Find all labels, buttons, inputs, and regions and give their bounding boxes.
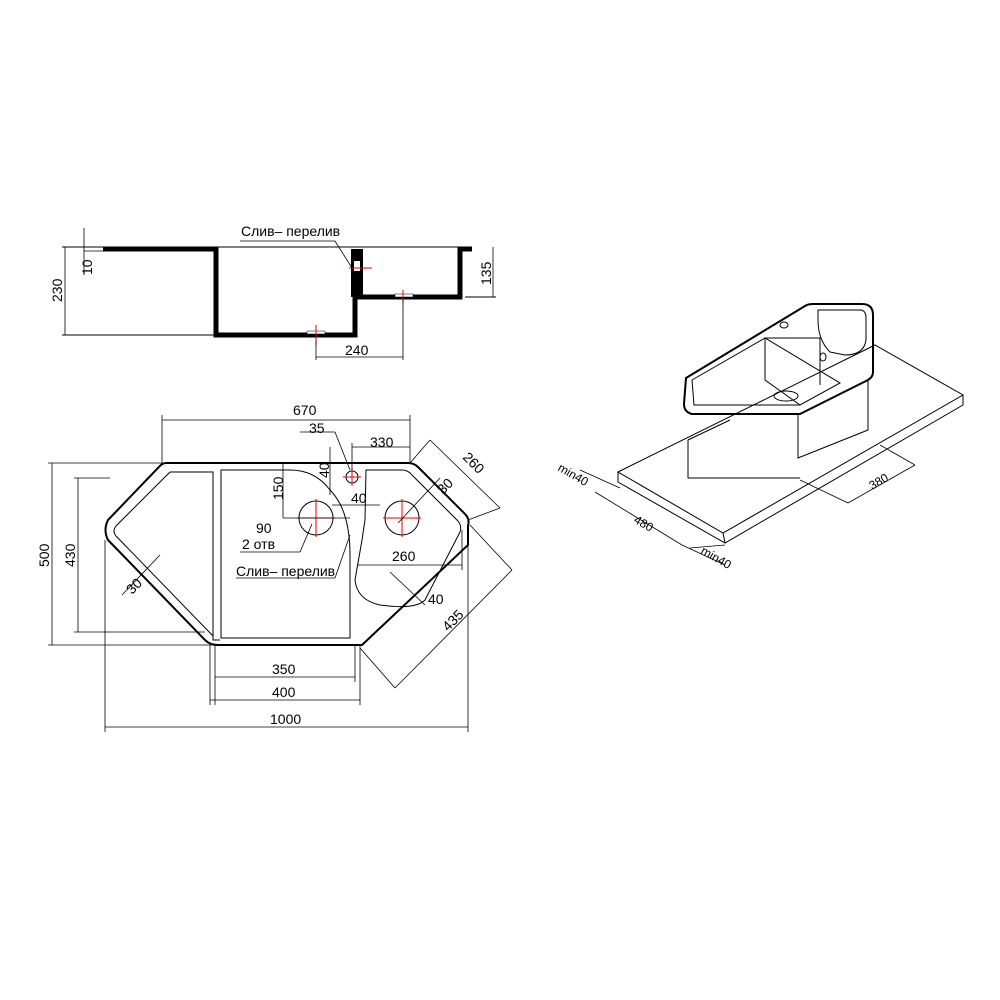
top-view: 670 35 330 40 150 40 30 260 90 2 отв Сли… [36,402,513,732]
small-bowl [817,309,867,356]
dim-350: 350 [272,661,296,677]
dim-40-mid: 40 [351,490,367,506]
hole-diameter: 90 [256,520,272,536]
dim-480: 480 [632,512,657,534]
dim-435: 435 [439,606,467,634]
dim-240: 240 [345,342,369,358]
leader-line [240,240,353,269]
dim-150: 150 [270,476,286,500]
bowl-inner [764,337,821,406]
overflow-hole [354,261,360,271]
iso-view: min40 480 min40 380 [556,303,965,572]
countertop-edge [617,395,964,544]
bowl-body [797,380,869,459]
overflow-label: Слив– перелив [236,563,335,579]
dimension-lines [48,415,513,732]
dim-40-bottom: 40 [428,591,444,607]
dim-min40-right: min40 [699,543,735,572]
dim-30-left: 30 [123,575,145,597]
dim-260-bottom: 260 [392,548,416,564]
large-bowl-profile [103,246,358,338]
drainboard-surface [691,337,842,406]
dim-10: 10 [79,259,95,275]
small-bowl [354,469,462,608]
dim-230: 230 [49,278,65,302]
sink-outline [104,462,470,646]
dim-min40-left: min40 [556,460,592,489]
small-bowl-profile [352,246,472,300]
drainboard-edge [170,471,220,641]
overflow-label: Слив– перелив [241,223,340,239]
overflow-hole [819,352,827,362]
countertop-corner [722,532,726,544]
iso-dimension-lines [579,444,916,566]
drainboard-inner [113,471,214,637]
cutout-visible [687,419,800,479]
dim-400: 400 [272,684,296,700]
drain-outlet [394,293,414,298]
dim-30-right: 30 [434,475,456,497]
dim-430: 430 [62,543,78,567]
dim-500: 500 [36,543,52,567]
sink-rim [682,303,874,415]
drain-hole [773,390,799,402]
partition-wall [351,249,363,297]
dim-670: 670 [293,402,317,418]
large-bowl [220,469,351,639]
hole-count: 2 отв [242,536,275,552]
dim-380: 380 [867,470,892,492]
side-view: Слив– перелив 230 10 135 240 [49,223,496,360]
dim-135: 135 [478,261,494,285]
dim-40-top: 40 [316,462,332,478]
dim-1000: 1000 [270,711,301,727]
faucet-hole [779,321,789,329]
dim-35: 35 [309,420,325,436]
dim-330: 330 [370,434,394,450]
